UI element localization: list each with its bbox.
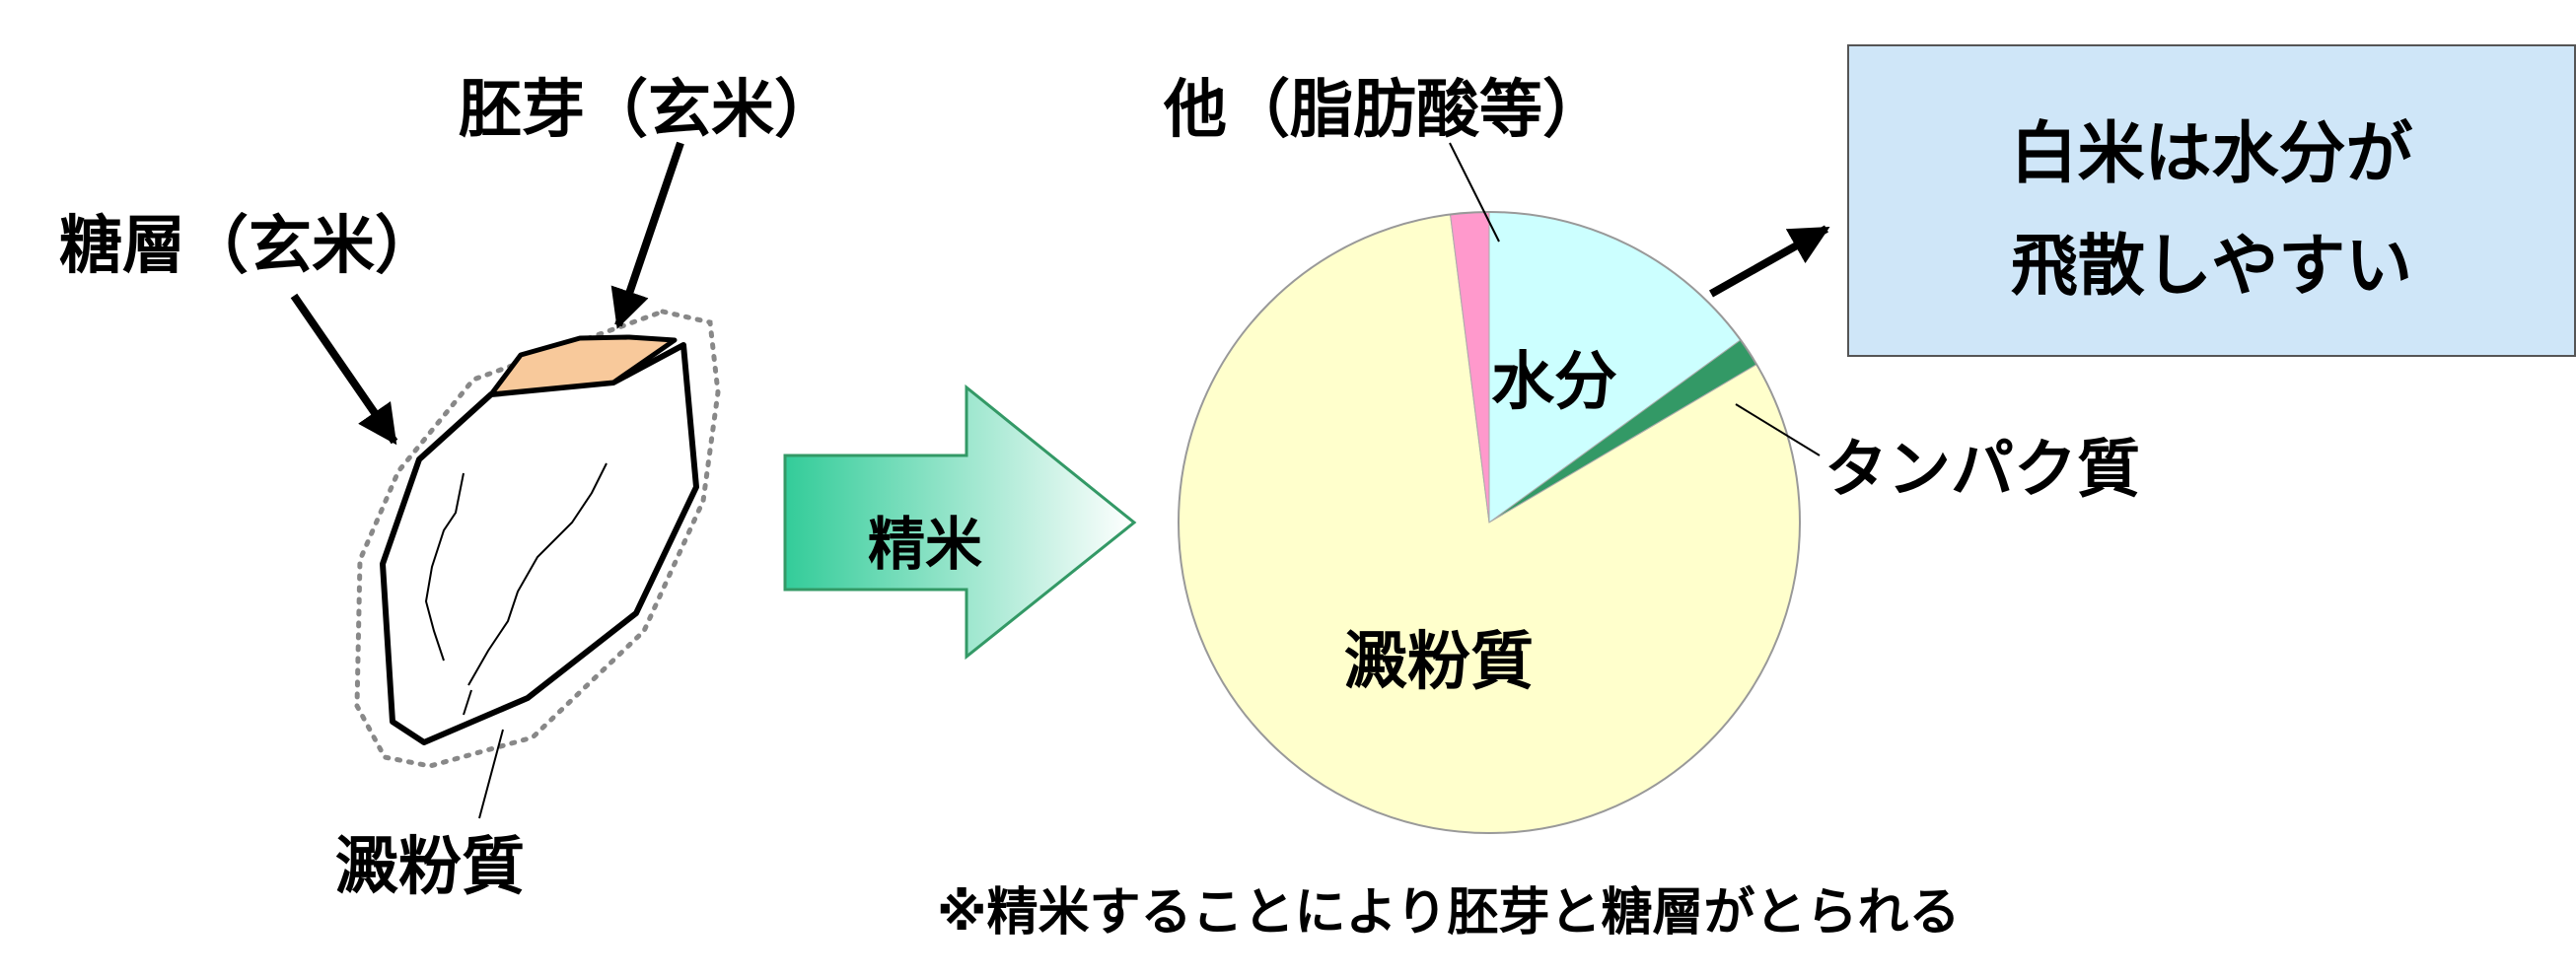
polish-process-arrow [783, 384, 1137, 661]
grain-texture-line [463, 689, 472, 716]
protein-leader-line [1735, 403, 1821, 456]
starch-leader-line [478, 729, 504, 819]
grain-body [380, 342, 699, 745]
bran-pointer-arrow [290, 293, 398, 446]
pie-label-other: 他（脂肪酸等） [1164, 74, 1606, 147]
germ-label: 胚芽（玄米） [459, 74, 837, 147]
pie-label-starch: 澱粉質 [1344, 626, 1534, 699]
callout-line-1: 白米は水分が [2010, 115, 2413, 193]
grain-texture-line [424, 472, 465, 662]
callout-box: 白米は水分が 飛散しやすい [1847, 44, 2576, 357]
pie-label-moisture: 水分 [1491, 346, 1617, 419]
pie-outline [1178, 211, 1801, 834]
grain-texture-line [467, 462, 608, 686]
germ-pointer-arrow [610, 141, 684, 329]
composition-pie-chart [1178, 211, 1801, 834]
pie-label-protein: タンパク質 [1825, 434, 2140, 507]
process-label: 精米 [868, 511, 983, 578]
grain-starch-label: 澱粉質 [335, 831, 525, 904]
callout-line-2: 飛散しやすい [2010, 228, 2413, 306]
grain-dotted-outline [354, 309, 721, 769]
bran-label: 糖層（玄米） [59, 210, 438, 283]
rice-grain [354, 309, 721, 819]
other-leader-line [1449, 142, 1500, 243]
footnote: ※精米することにより胚芽と糖層がとられる [937, 883, 1961, 943]
germ-shape [488, 334, 678, 397]
callout-pointer-arrow [1709, 225, 1830, 298]
